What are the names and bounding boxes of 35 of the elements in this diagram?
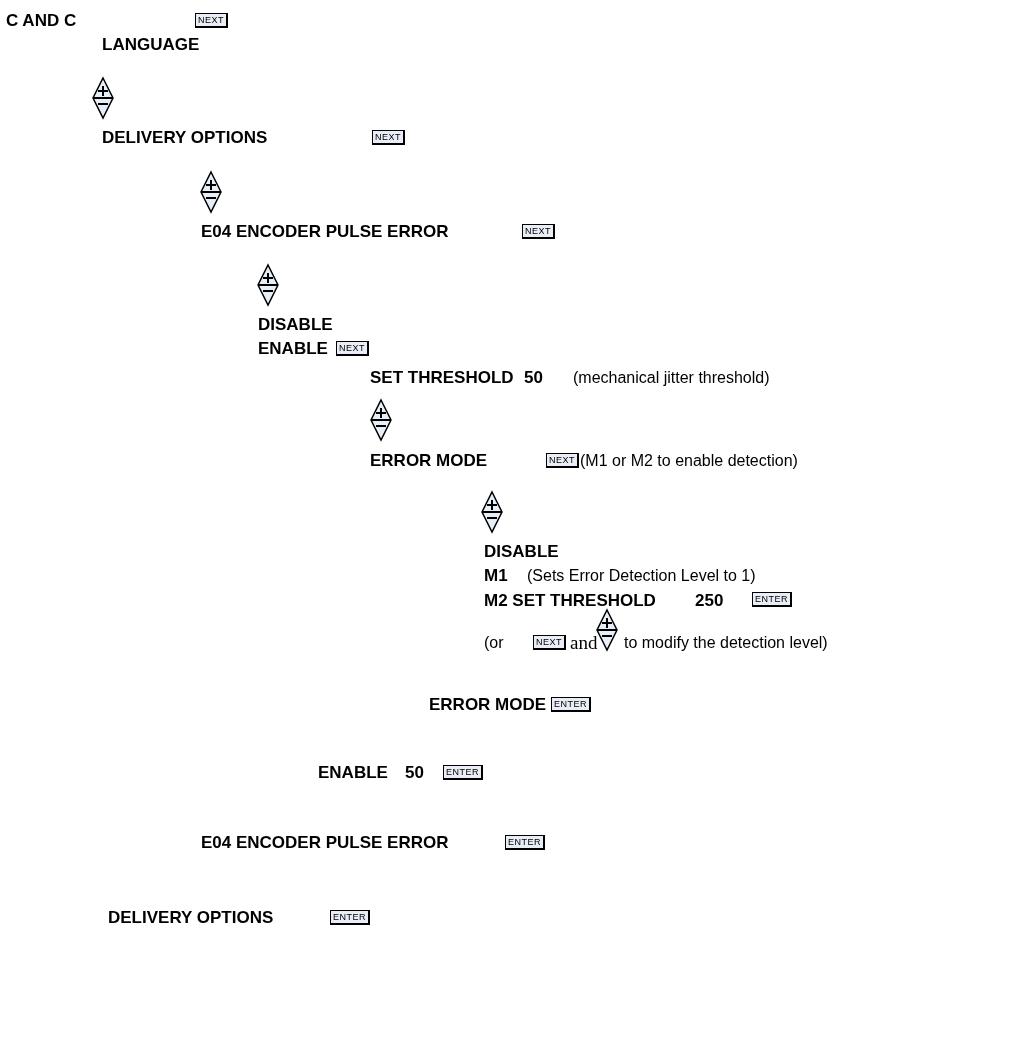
menu-text: 50 — [524, 368, 543, 388]
menu-text: DELIVERY OPTIONS — [102, 128, 268, 148]
key-button: NEXT — [533, 635, 566, 650]
menu-text: 50 — [405, 763, 424, 783]
menu-text: 250 — [695, 591, 724, 611]
menu-text: ERROR MODE — [370, 451, 488, 471]
menu-text: (Sets Error Detection Level to 1) — [527, 566, 756, 586]
menu-text: to modify the detection level) — [624, 633, 828, 653]
key-button: NEXT — [336, 341, 369, 356]
menu-text: E04 ENCODER PULSE ERROR — [201, 222, 449, 242]
menu-text: DELIVERY OPTIONS — [108, 908, 274, 928]
menu-text: C AND C — [6, 11, 77, 31]
key-button: NEXT — [546, 453, 579, 468]
menu-text: ENABLE — [318, 763, 388, 783]
menu-text: M1 — [484, 566, 508, 586]
menu-text: LANGUAGE — [102, 35, 200, 55]
key-button: ENTER — [551, 697, 591, 712]
menu-text: and — [570, 633, 598, 653]
menu-text: (mechanical jitter threshold) — [573, 368, 770, 388]
key-button: ENTER — [443, 765, 483, 780]
key-button: ENTER — [330, 910, 370, 925]
menu-text: DISABLE — [258, 315, 333, 335]
key-button: NEXT — [372, 130, 405, 145]
menu-text: E04 ENCODER PULSE ERROR — [201, 833, 449, 853]
menu-text: ERROR MODE — [429, 695, 547, 715]
menu-text: ENABLE — [258, 339, 328, 359]
key-button: NEXT — [522, 224, 555, 239]
key-button: NEXT — [195, 13, 228, 28]
menu-text: DISABLE — [484, 542, 559, 562]
key-button: ENTER — [505, 835, 545, 850]
menu-text: M2 SET THRESHOLD — [484, 591, 656, 611]
menu-text: (M1 or M2 to enable detection) — [580, 451, 798, 471]
menu-text: (or — [484, 633, 504, 653]
key-button: ENTER — [752, 592, 792, 607]
menu-text: SET THRESHOLD — [370, 368, 514, 388]
